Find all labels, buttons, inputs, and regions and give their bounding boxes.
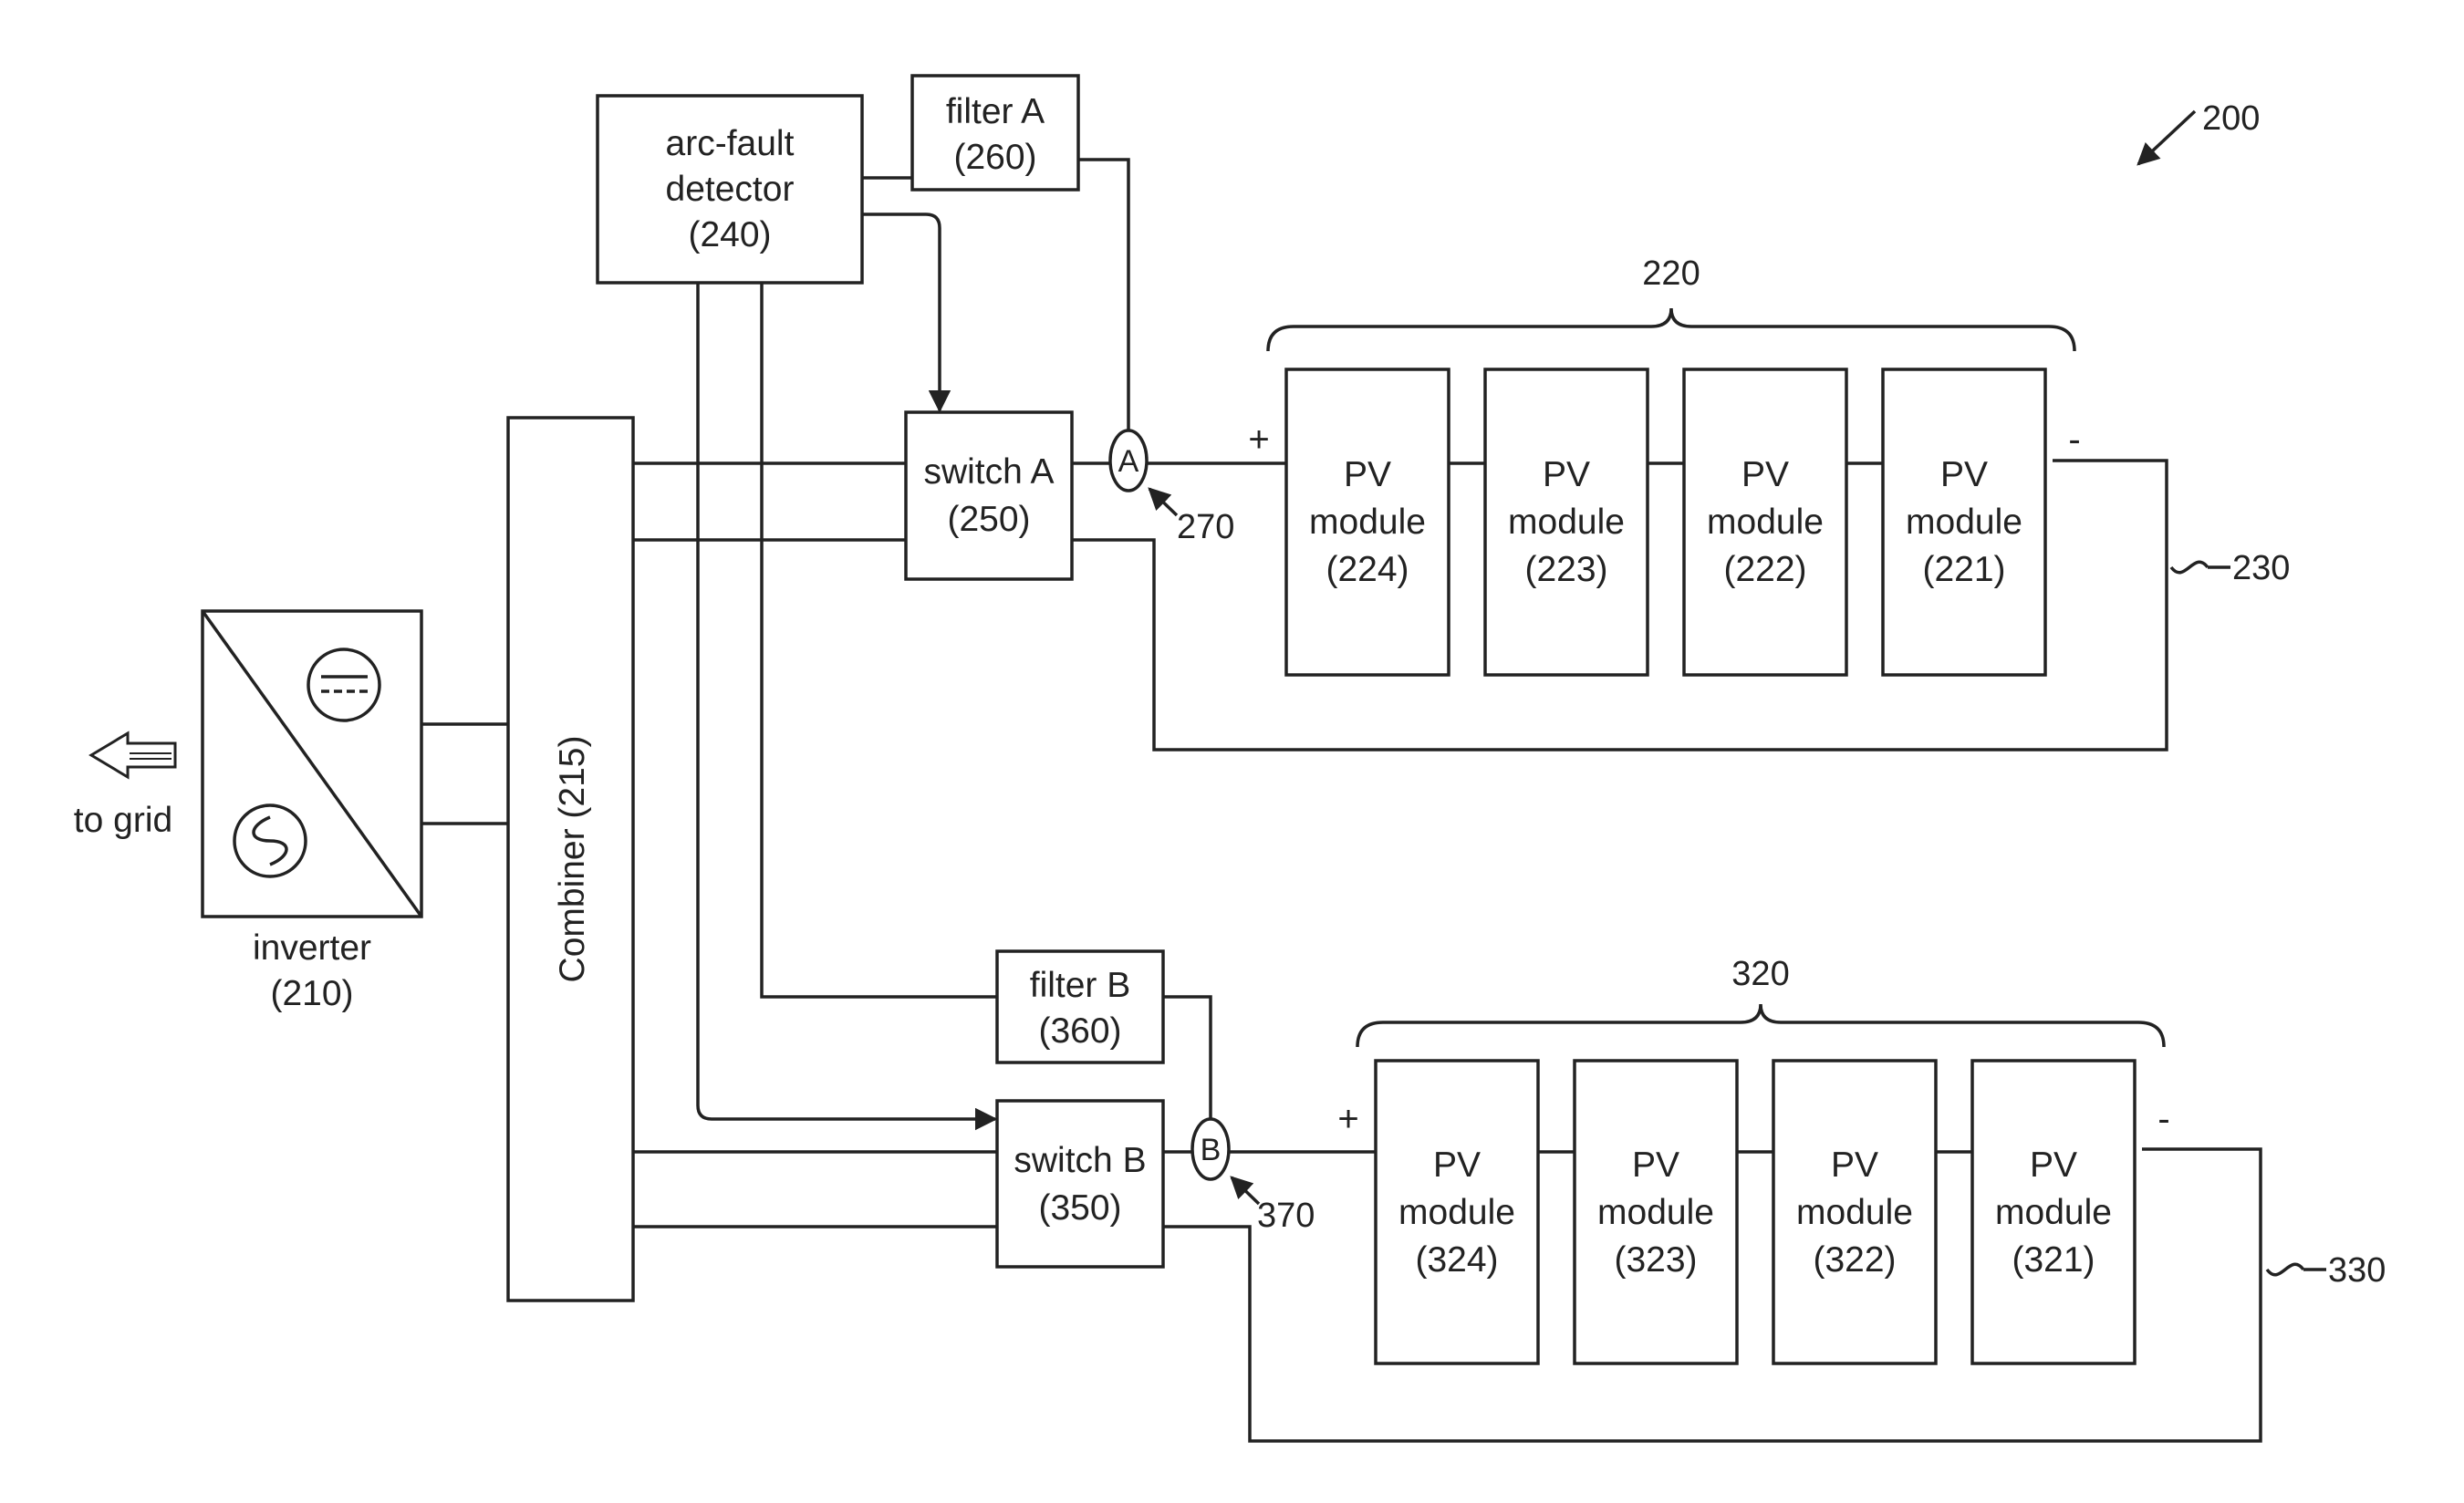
current-sensor-b: B 370 bbox=[1192, 1119, 1315, 1235]
switch-b-ref: (350) bbox=[1038, 1188, 1121, 1228]
svg-text:PV: PV bbox=[1632, 1145, 1679, 1185]
string-a-loop-leader bbox=[2171, 562, 2230, 573]
grid-output: to grid bbox=[74, 733, 175, 840]
pv-module-223: PV module (223) bbox=[1485, 369, 1648, 675]
svg-text:module: module bbox=[1398, 1193, 1515, 1232]
figure-reference: 200 bbox=[2138, 99, 2260, 164]
svg-text:(323): (323) bbox=[1614, 1240, 1697, 1280]
svg-text:(224): (224) bbox=[1326, 550, 1409, 589]
filter-a-label: filter A bbox=[946, 92, 1045, 131]
switch-b: switch B (350) bbox=[997, 1101, 1163, 1267]
to-grid-label: to grid bbox=[74, 801, 172, 840]
svg-text:module: module bbox=[1309, 503, 1426, 542]
svg-text:module: module bbox=[1796, 1193, 1913, 1232]
sensor-b-ref-arrow bbox=[1232, 1177, 1259, 1204]
switch-b-label: switch B bbox=[1014, 1141, 1146, 1180]
filter-a: filter A (260) bbox=[912, 76, 1078, 190]
pv-module-222: PV module (222) bbox=[1684, 369, 1846, 675]
svg-text:PV: PV bbox=[1741, 455, 1789, 494]
combiner: Combiner (215) bbox=[508, 418, 633, 1301]
pv-module-323: PV module (323) bbox=[1575, 1061, 1737, 1363]
string-a-plus: + bbox=[1248, 420, 1269, 460]
filter-b: filter B (360) bbox=[997, 951, 1163, 1062]
string-b-loop-ref: 330 bbox=[2328, 1251, 2386, 1290]
switch-a: switch A (250) bbox=[906, 412, 1072, 579]
pv-string-b: 320 + - PV module (324) PV module (323) … bbox=[1337, 955, 2386, 1363]
pv-module-321: PV module (321) bbox=[1972, 1061, 2135, 1363]
svg-text:(222): (222) bbox=[1723, 550, 1806, 589]
string-a-brace bbox=[1268, 308, 2074, 351]
detector-to-switch-a bbox=[862, 214, 940, 410]
svg-text:module: module bbox=[1995, 1193, 2112, 1232]
inverter: inverter (210) bbox=[203, 611, 421, 1013]
switch-b-box bbox=[997, 1101, 1163, 1267]
current-sensor-a: A 270 bbox=[1110, 430, 1234, 546]
string-a-minus: - bbox=[2068, 420, 2080, 460]
string-b-group-ref: 320 bbox=[1731, 955, 1789, 993]
pv-module-322: PV module (322) bbox=[1773, 1061, 1936, 1363]
figure-ref-arrow bbox=[2138, 111, 2195, 164]
svg-text:PV: PV bbox=[1940, 455, 1988, 494]
string-a-group-ref: 220 bbox=[1642, 254, 1700, 293]
pv-module-324: PV module (324) bbox=[1376, 1061, 1538, 1363]
switch-a-ref: (250) bbox=[947, 500, 1030, 539]
dc-symbol-icon bbox=[308, 649, 379, 720]
to-grid-arrow-icon bbox=[91, 733, 175, 777]
string-b-brace bbox=[1357, 1004, 2164, 1047]
filter-a-to-sensor-a bbox=[1078, 160, 1128, 430]
filter-a-ref: (260) bbox=[953, 138, 1036, 177]
string-b-plus: + bbox=[1337, 1099, 1358, 1139]
svg-text:(221): (221) bbox=[1922, 550, 2005, 589]
svg-text:PV: PV bbox=[1344, 455, 1391, 494]
inverter-label: inverter bbox=[253, 928, 371, 968]
detector-to-switch-b bbox=[698, 283, 995, 1119]
svg-text:PV: PV bbox=[1831, 1145, 1878, 1185]
sensor-a-ref-arrow bbox=[1149, 489, 1177, 515]
sensor-a-ref: 270 bbox=[1177, 508, 1234, 546]
switch-a-box bbox=[906, 412, 1072, 579]
detector-ref: (240) bbox=[688, 215, 771, 254]
filter-b-ref: (360) bbox=[1038, 1011, 1121, 1051]
sensor-b-ref: 370 bbox=[1257, 1197, 1315, 1235]
svg-text:PV: PV bbox=[1433, 1145, 1481, 1185]
pv-module-224: PV module (224) bbox=[1286, 369, 1449, 675]
string-a-loop-ref: 230 bbox=[2232, 549, 2290, 587]
sensor-b-letter: B bbox=[1201, 1133, 1222, 1167]
svg-text:module: module bbox=[1906, 503, 2022, 542]
switch-a-label: switch A bbox=[923, 452, 1054, 492]
svg-text:(321): (321) bbox=[2012, 1240, 2095, 1280]
svg-text:PV: PV bbox=[1543, 455, 1590, 494]
filter-b-label: filter B bbox=[1030, 966, 1131, 1005]
combiner-label: Combiner (215) bbox=[553, 736, 592, 983]
filter-b-to-sensor-b bbox=[1163, 997, 1211, 1119]
string-b-loop-leader bbox=[2267, 1264, 2326, 1275]
inverter-ref: (210) bbox=[270, 974, 353, 1013]
sensor-a-letter: A bbox=[1118, 444, 1139, 479]
figure-ref-label: 200 bbox=[2202, 99, 2260, 138]
svg-text:module: module bbox=[1707, 503, 1824, 542]
svg-text:(324): (324) bbox=[1415, 1240, 1498, 1280]
detector-label-2: detector bbox=[666, 170, 795, 209]
svg-text:PV: PV bbox=[2030, 1145, 2077, 1185]
detector-to-filter-b bbox=[762, 283, 997, 997]
arc-fault-detector: arc-fault detector (240) bbox=[598, 96, 862, 283]
svg-text:module: module bbox=[1508, 503, 1625, 542]
svg-text:(322): (322) bbox=[1813, 1240, 1896, 1280]
pv-module-221: PV module (221) bbox=[1883, 369, 2045, 675]
svg-text:(223): (223) bbox=[1524, 550, 1607, 589]
svg-text:module: module bbox=[1597, 1193, 1714, 1232]
detector-label-1: arc-fault bbox=[666, 124, 795, 163]
pv-string-a: 220 + - PV module (224) PV module (223) … bbox=[1248, 254, 2290, 675]
string-b-minus: - bbox=[2157, 1099, 2169, 1139]
